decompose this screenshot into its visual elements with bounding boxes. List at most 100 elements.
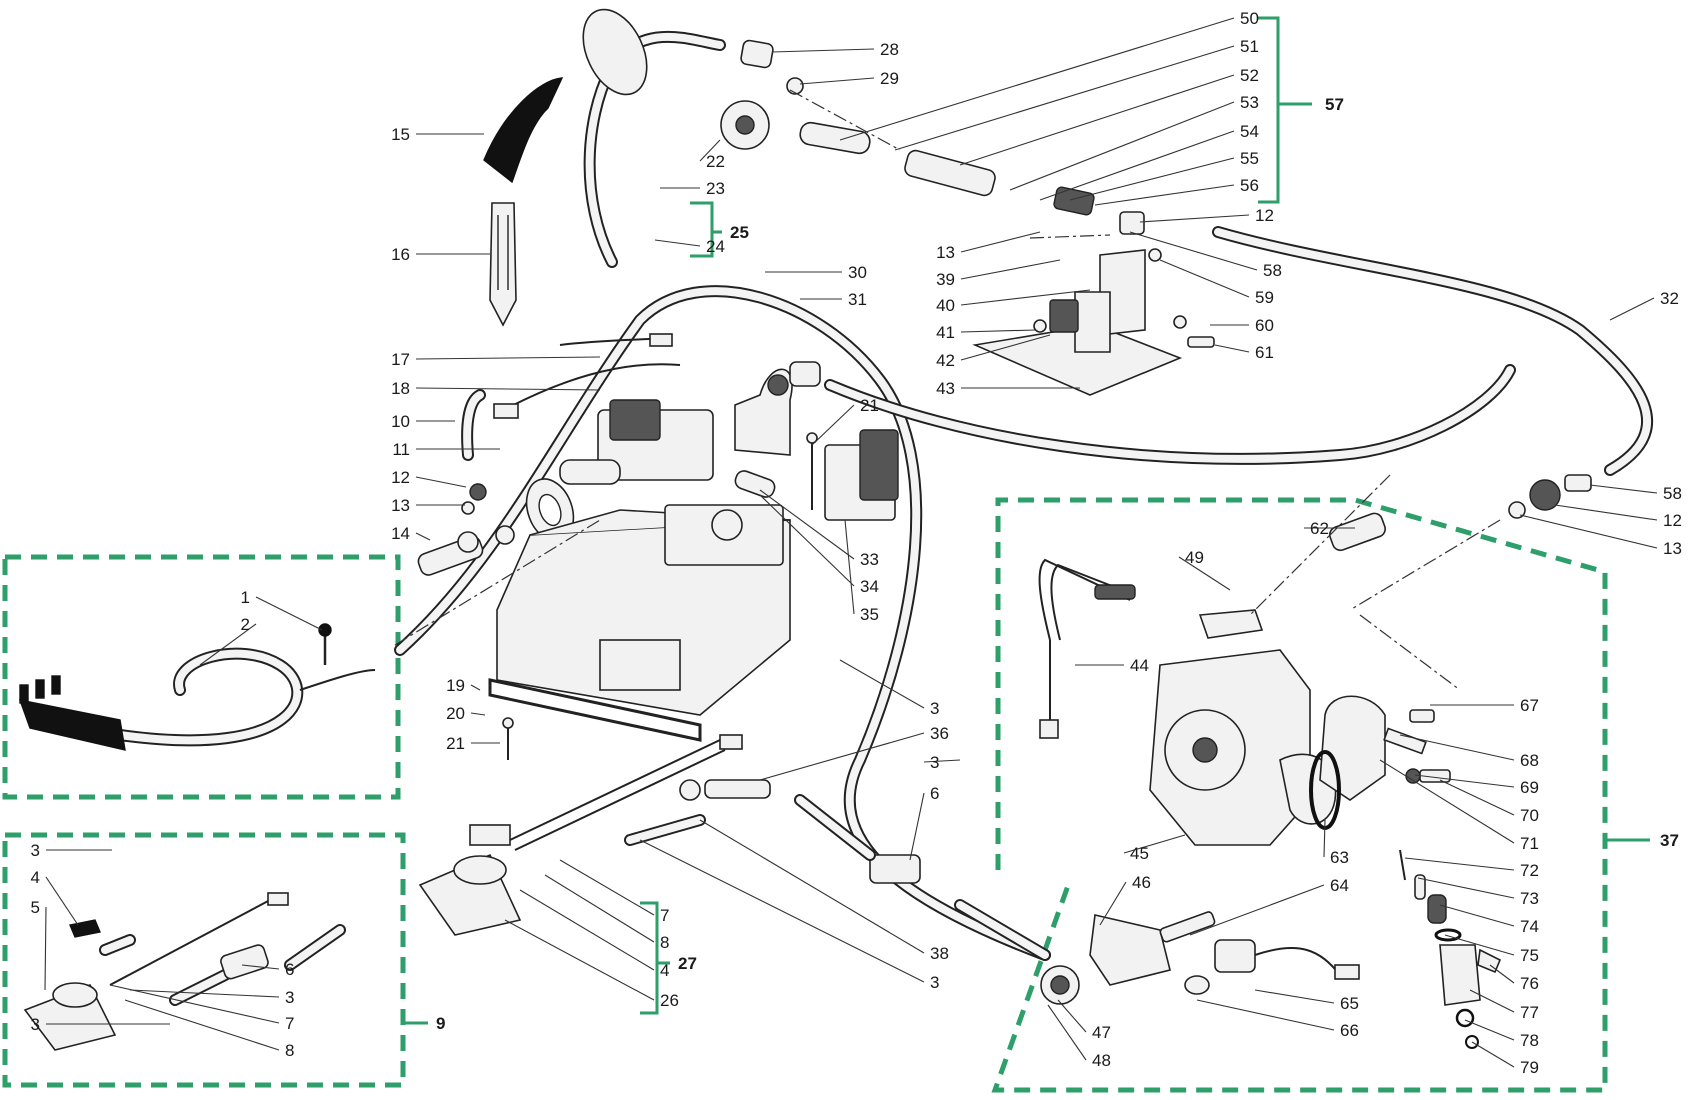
leader-54: [1039, 130, 1235, 201]
leader-41: [960, 329, 1036, 333]
callout-71: 71: [1520, 834, 1539, 853]
callout-41: 41: [936, 323, 955, 342]
callout-75: 75: [1520, 946, 1539, 965]
leader-40: [960, 289, 1091, 306]
thermostat-44: [1038, 558, 1136, 739]
leader-17: [415, 356, 601, 360]
leader-48: [1047, 1004, 1087, 1061]
wire-18: [493, 333, 681, 419]
callout-40: 40: [936, 296, 955, 315]
leader-59: [1159, 259, 1250, 298]
thermostat-65: [1214, 939, 1360, 980]
callout-43: 43: [936, 379, 955, 398]
leader-28: [771, 48, 875, 53]
leader-79: [1471, 1041, 1515, 1068]
callout-11: 11: [392, 440, 410, 459]
inlet-tube-38: [624, 814, 706, 846]
flow-meter-5: [23, 982, 117, 1051]
leader-78: [1464, 1019, 1515, 1041]
steam-handle-15: [483, 77, 564, 184]
leader-65: [1254, 989, 1335, 1004]
leader-32: [1609, 297, 1655, 321]
outlet-tube-32: [1212, 226, 1653, 476]
gasket-20: [488, 678, 702, 742]
screw-21-lower: [502, 717, 514, 760]
callout-17: 17: [391, 350, 410, 369]
cap-47-48: [1040, 965, 1080, 1005]
callout-13: 13: [1663, 539, 1682, 558]
group-label-37: 37: [1660, 831, 1679, 850]
callout-39: 39: [936, 270, 955, 289]
callout-labels: 1234536378101112131415161718192021222324…: [31, 9, 1682, 1077]
sensor-62: [1328, 512, 1386, 552]
leader-7: [559, 859, 655, 916]
callout-34: 34: [860, 577, 879, 596]
callout-24: 24: [706, 237, 725, 256]
sleeve-33: [734, 470, 776, 498]
callout-76: 76: [1520, 974, 1539, 993]
callout-73: 73: [1520, 889, 1539, 908]
callout-6: 6: [930, 784, 939, 803]
callout-56: 56: [1240, 176, 1259, 195]
leader-12: [1139, 214, 1250, 223]
assembly-centerlines: [394, 89, 1501, 691]
capacitor-35: [824, 429, 899, 521]
callout-29: 29: [880, 69, 899, 88]
leader-22: [699, 139, 721, 162]
callout-50: 50: [1240, 9, 1259, 28]
leader-26: [504, 919, 655, 1001]
leader-56: [1094, 184, 1235, 206]
callout-4: 4: [31, 868, 40, 887]
leader-61: [1214, 344, 1250, 353]
callout-1: 1: [241, 588, 250, 607]
clip-4: [69, 919, 101, 938]
callout-23: 23: [706, 179, 725, 198]
bracket-57: [1258, 16, 1312, 204]
clip-49: [1198, 609, 1264, 639]
knob-22: [720, 100, 770, 150]
steam-wand-disc-23: [582, 8, 648, 96]
callout-10: 10: [391, 412, 410, 431]
callout-12: 12: [1255, 206, 1274, 225]
callout-20: 20: [446, 704, 465, 723]
leader-39: [960, 259, 1061, 280]
callout-8: 8: [285, 1041, 294, 1060]
callout-33: 33: [860, 550, 879, 569]
leader-72: [1404, 857, 1515, 871]
leader-35: [844, 519, 855, 615]
callout-59: 59: [1255, 288, 1274, 307]
leader-53: [1009, 101, 1235, 191]
washer-66: [1184, 975, 1210, 995]
callout-51: 51: [1240, 37, 1259, 56]
callout-63: 63: [1330, 848, 1349, 867]
safety-valve-74-79: [1414, 874, 1502, 1049]
leader-73: [1417, 877, 1515, 899]
leader-18: [415, 387, 601, 391]
callout-15: 15: [391, 125, 410, 144]
callout-44: 44: [1130, 656, 1149, 675]
callout-3: 3: [31, 841, 40, 860]
leader-33: [759, 489, 855, 560]
leader-8: [544, 874, 655, 943]
callout-55: 55: [1240, 149, 1259, 168]
microswitch-bracket-43: [972, 249, 1183, 396]
callout-12: 12: [391, 468, 410, 487]
leader-21: [811, 404, 855, 446]
pump-17: [559, 399, 714, 485]
leader-46: [1099, 881, 1127, 926]
callout-68: 68: [1520, 751, 1539, 770]
leader-8: [124, 999, 280, 1051]
callout-54: 54: [1240, 122, 1259, 141]
steam-nozzle-16: [489, 202, 517, 327]
callout-69: 69: [1520, 778, 1539, 797]
inlet-fitting-36: [679, 779, 771, 801]
leader-6: [909, 792, 925, 861]
right-fittings: [1508, 474, 1592, 519]
tube-7-8: [509, 734, 743, 851]
callout-18: 18: [391, 379, 410, 398]
boiler-45: [1149, 649, 1337, 846]
callout-31: 31: [848, 290, 867, 309]
group-box-37: [991, 497, 1608, 1093]
leader-2: [199, 623, 257, 666]
filter-6-group9: [220, 944, 269, 980]
